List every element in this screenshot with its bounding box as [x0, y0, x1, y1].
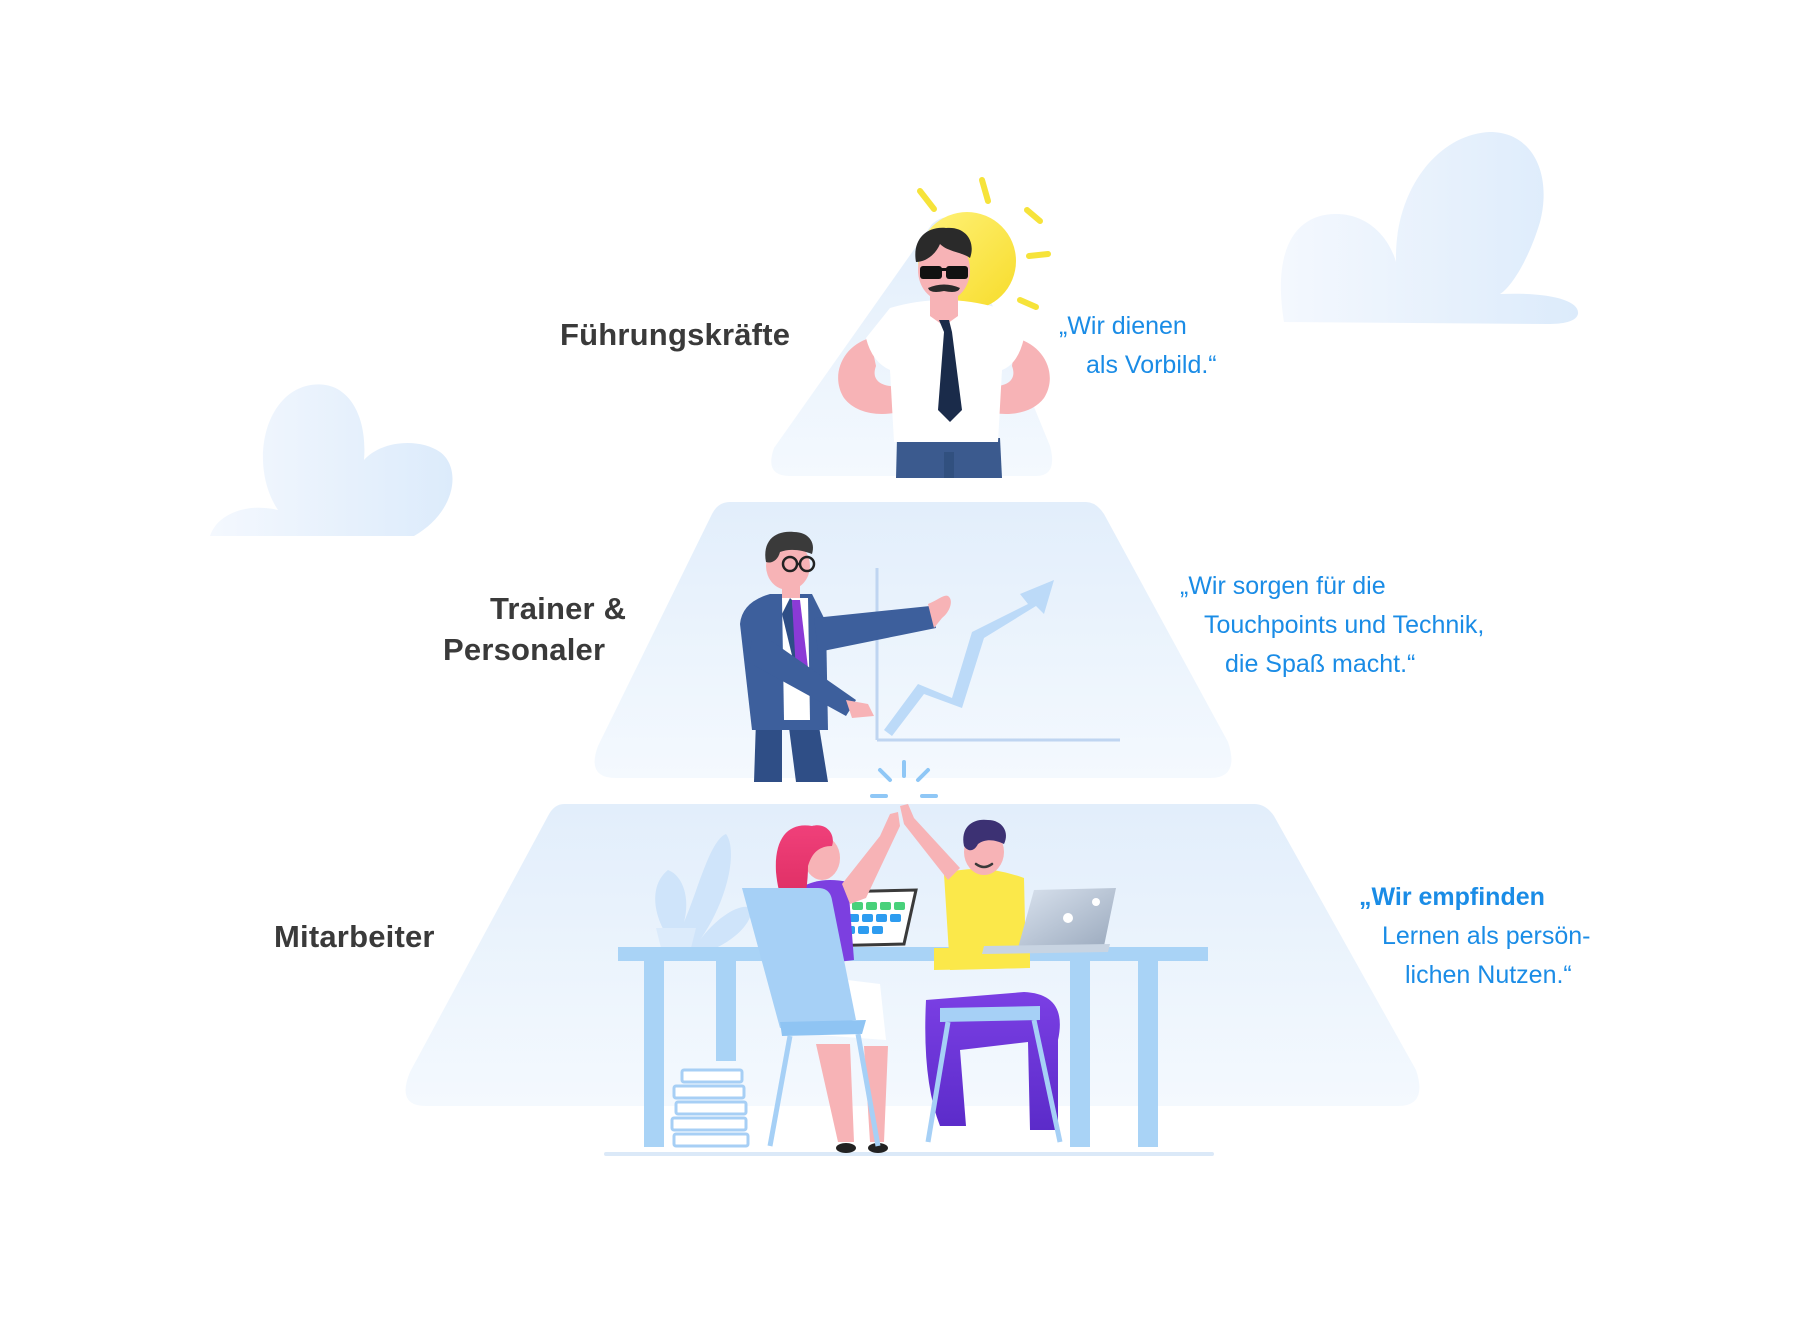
quote-line: „Wir dienen [1059, 312, 1187, 340]
tier-quote-employees: „Wir empfinden Lernen als persön- lichen… [1359, 878, 1590, 995]
cloud-right-icon [1280, 132, 1579, 324]
quote-line: „Wir sorgen für die [1180, 572, 1386, 600]
quote-line: lichen Nutzen.“ [1405, 961, 1572, 989]
tier-label-line: Personaler [443, 632, 606, 667]
quote-line: Lernen als persön- [1382, 922, 1591, 950]
tier-quote-leaders: „Wir dienen als Vorbild.“ [1059, 307, 1217, 385]
tier-label-employees: Mitarbeiter [274, 916, 435, 957]
quote-line: „Wir empfinden [1359, 883, 1545, 911]
tier-label-line: Mitarbeiter [274, 919, 435, 954]
tier-quote-trainers: „Wir sorgen für die Touchpoints und Tech… [1180, 567, 1484, 684]
presenter-with-growth-chart-icon [740, 531, 1120, 782]
cloud-left-icon [210, 384, 453, 536]
quote-line: Touchpoints und Technik, [1204, 611, 1485, 639]
colleagues-high-five-at-desk-icon [604, 760, 1214, 1156]
tier-label-line: Führungskräfte [560, 317, 791, 352]
leader-with-sun-icon [838, 177, 1051, 478]
tier-label-trainers: Trainer & Personaler [443, 588, 626, 670]
quote-line: als Vorbild.“ [1086, 351, 1217, 379]
tier-label-line: Trainer & [490, 591, 627, 626]
quote-line: die Spaß macht.“ [1225, 650, 1416, 678]
tier-label-leaders: Führungskräfte [560, 314, 790, 355]
pyramid-tier-middle [594, 502, 1232, 778]
